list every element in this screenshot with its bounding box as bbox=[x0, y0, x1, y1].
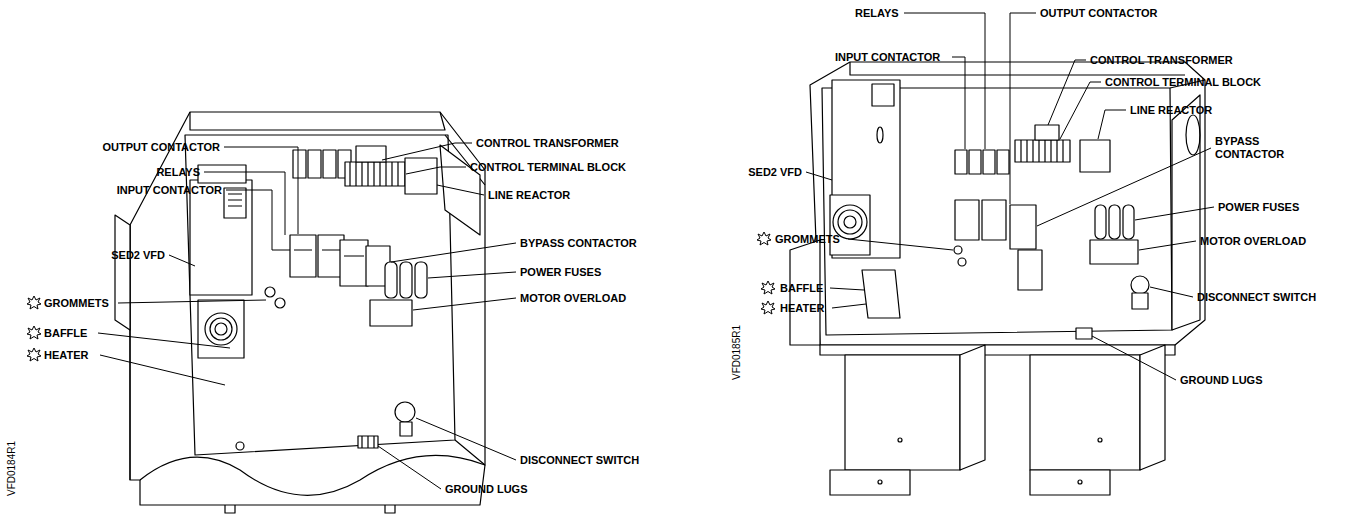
part-label: HEATER bbox=[44, 349, 88, 362]
part-label: MOTOR OVERLOAD bbox=[1200, 235, 1306, 248]
part-label: OUTPUT CONTACTOR bbox=[102, 141, 220, 154]
part-label: GROUND LUGS bbox=[445, 483, 528, 496]
part-label: MOTOR OVERLOAD bbox=[520, 292, 626, 305]
part-label: SED2 VFD bbox=[748, 166, 802, 179]
right-enclosure bbox=[790, 62, 1205, 495]
part-label: DISCONNECT SWITCH bbox=[1197, 291, 1316, 304]
part-label: GROUND LUGS bbox=[1180, 374, 1263, 387]
part-label: SED2 VFD bbox=[111, 249, 165, 262]
part-label: HEATER bbox=[780, 302, 824, 315]
part-label: DISCONNECT SWITCH bbox=[520, 454, 639, 467]
part-label: RELAYS bbox=[855, 7, 899, 20]
part-label: BYPASS CONTACTOR bbox=[1215, 135, 1293, 161]
part-label: GROMMETS bbox=[775, 233, 840, 246]
part-label: BAFFLE bbox=[780, 282, 823, 295]
part-label: INPUT CONTACTOR bbox=[835, 51, 940, 64]
part-label: CONTROL TRANSFORMER bbox=[1090, 54, 1233, 67]
part-label: OUTPUT CONTACTOR bbox=[1040, 7, 1158, 20]
part-label: CONTROL TERMINAL BLOCK bbox=[470, 161, 626, 174]
left-enclosure bbox=[115, 112, 485, 513]
part-label: BAFFLE bbox=[44, 327, 87, 340]
part-label: LINE REACTOR bbox=[1130, 104, 1212, 117]
part-label: BYPASS CONTACTOR bbox=[520, 237, 637, 250]
part-label: POWER FUSES bbox=[520, 266, 601, 279]
drawing-number: VFD0184R1 bbox=[6, 440, 19, 495]
part-label: RELAYS bbox=[156, 166, 200, 179]
part-label: GROMMETS bbox=[44, 297, 109, 310]
part-label: CONTROL TRANSFORMER bbox=[476, 137, 619, 150]
leader-lines bbox=[98, 13, 1214, 489]
part-label: LINE REACTOR bbox=[488, 189, 570, 202]
drawing-number: VFD0185R1 bbox=[731, 324, 744, 379]
part-label: CONTROL TERMINAL BLOCK bbox=[1105, 76, 1261, 89]
part-label: INPUT CONTACTOR bbox=[117, 184, 222, 197]
part-label: POWER FUSES bbox=[1218, 201, 1299, 214]
